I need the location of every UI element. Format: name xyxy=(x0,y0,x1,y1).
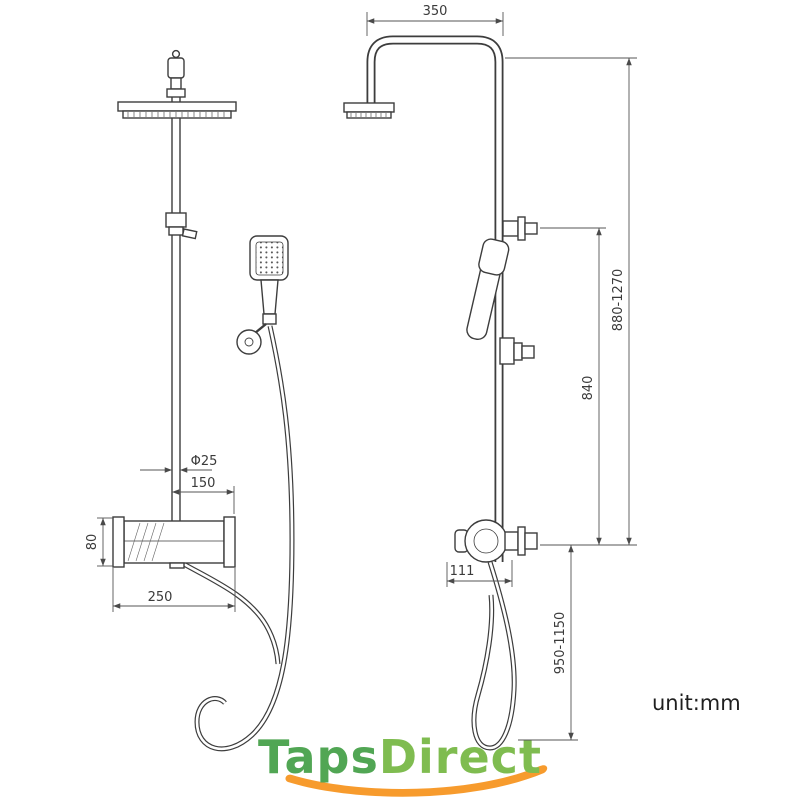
dimension-label-mixer-height: 80 xyxy=(85,534,100,551)
dimension-label-top-width: 350 xyxy=(423,4,448,19)
watermark-text: TapsDirect xyxy=(258,730,542,784)
side-view xyxy=(343,35,538,751)
dimension-label-hose-length: 950-1150 xyxy=(553,612,568,675)
watermark-text-part2: Direct xyxy=(379,730,542,784)
front-view-dimensions xyxy=(97,467,236,612)
dimension-label-mixer-width: 250 xyxy=(148,590,173,605)
front-riser-pipe xyxy=(171,96,181,521)
dimension-label-head-offset: 150 xyxy=(191,476,216,491)
front-view xyxy=(112,49,295,752)
dimension-label-overall-height: 880-1270 xyxy=(611,269,626,332)
side-mixer-valve xyxy=(454,519,538,563)
watermark: TapsDirect xyxy=(258,730,548,797)
side-riser-pipe xyxy=(366,35,504,562)
front-mixer-valve xyxy=(112,516,236,569)
front-top-joint xyxy=(166,49,186,98)
front-diverter xyxy=(165,212,198,240)
front-shower-head xyxy=(117,101,237,119)
dimension-label-pipe-diameter: Φ25 xyxy=(191,454,218,469)
dimension-label-riser-height: 840 xyxy=(581,376,596,401)
side-hand-shower xyxy=(466,238,535,365)
side-shower-head xyxy=(343,102,395,119)
watermark-text-part1: Taps xyxy=(258,730,379,784)
unit-label: unit:mm xyxy=(652,691,741,715)
side-wall-bracket-upper xyxy=(502,216,538,241)
front-hose-lower xyxy=(180,560,281,665)
dimension-label-valve-offset: 111 xyxy=(450,564,475,579)
front-hand-shower xyxy=(236,235,289,355)
watermark-swoosh-icon xyxy=(285,765,548,797)
front-hose-loop xyxy=(194,325,295,752)
side-view-dimensions xyxy=(366,12,637,741)
side-hose-loop xyxy=(471,561,517,751)
